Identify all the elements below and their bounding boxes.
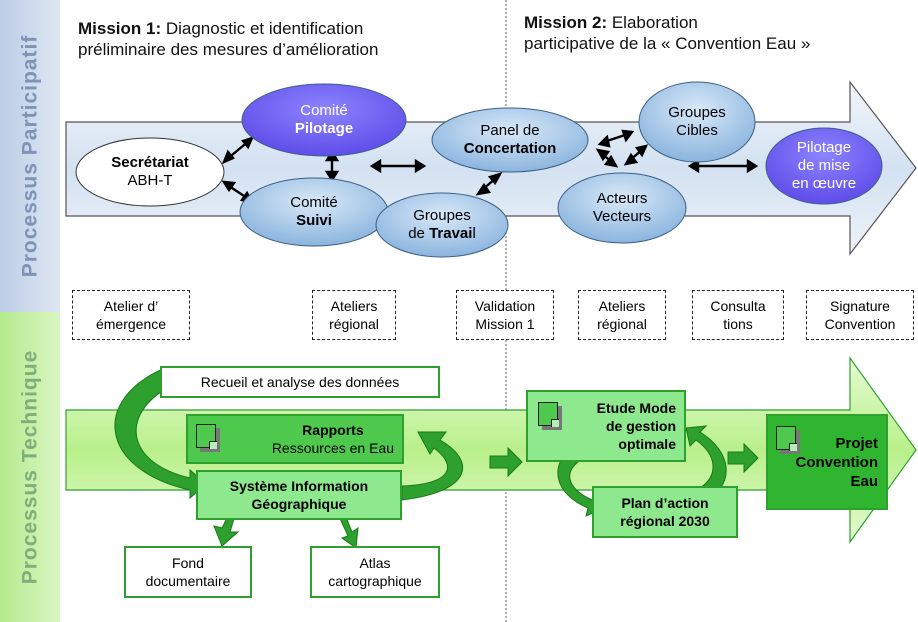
node-comite-suivi: Comité Suivi — [290, 194, 338, 229]
comite-pilotage-shape — [241, 83, 407, 157]
document-icon — [538, 402, 559, 427]
stage-ateliers-regional-2: Ateliers régional — [578, 290, 666, 340]
stage-consultations: Consulta tions — [692, 290, 784, 340]
mission-1-title: Mission 1: Diagnostic et identification … — [78, 19, 379, 59]
node-acteurs-vecteurs: Acteurs Vecteurs — [592, 190, 652, 225]
document-icon — [196, 424, 217, 449]
groupes-travail-shape — [375, 192, 509, 258]
node-groupes-travail: Groupes de Travail — [408, 207, 476, 242]
technique-side-label: Processus Technique — [18, 349, 41, 585]
node-comite-pilotage: Comité Pilotage — [294, 102, 354, 137]
node-secretariat: Secrétariat ABH-T — [111, 154, 189, 189]
box-recueil-analyse: Recueil et analyse des données — [160, 366, 440, 398]
stage-signature-convention: Signature Convention — [806, 290, 914, 340]
technical-connectors — [114, 367, 759, 549]
node-groupes-cibles: Groupes Cibles — [668, 104, 726, 139]
participatif-side-label: Processus Participatif — [18, 34, 41, 278]
groupes-cibles-shape — [638, 81, 756, 163]
document-icon — [776, 426, 797, 451]
node-panel-concertation: Panel de Concertation — [463, 122, 557, 157]
stage-validation-mission-1: Validation Mission 1 — [456, 290, 554, 340]
technique-band — [0, 312, 60, 622]
participatory-connectors — [221, 129, 759, 204]
node-pilotage-mise-en-oeuvre: Pilotage de mise en œuvre — [791, 139, 857, 192]
box-rapports: Rapports Ressources en Eau — [186, 414, 404, 464]
stage-atelier-emergence: Atelier d’ émergence — [72, 290, 190, 340]
stage-ateliers-regional-1: Ateliers régional — [312, 290, 396, 340]
mission-2-title: Mission 2: Elaboration participative de … — [524, 13, 811, 53]
secretariat-shape — [75, 137, 225, 207]
panel-shape — [431, 107, 589, 173]
pilotage-mise-shape — [765, 127, 883, 205]
participatif-band — [0, 0, 60, 312]
acteurs-shape — [557, 172, 687, 244]
